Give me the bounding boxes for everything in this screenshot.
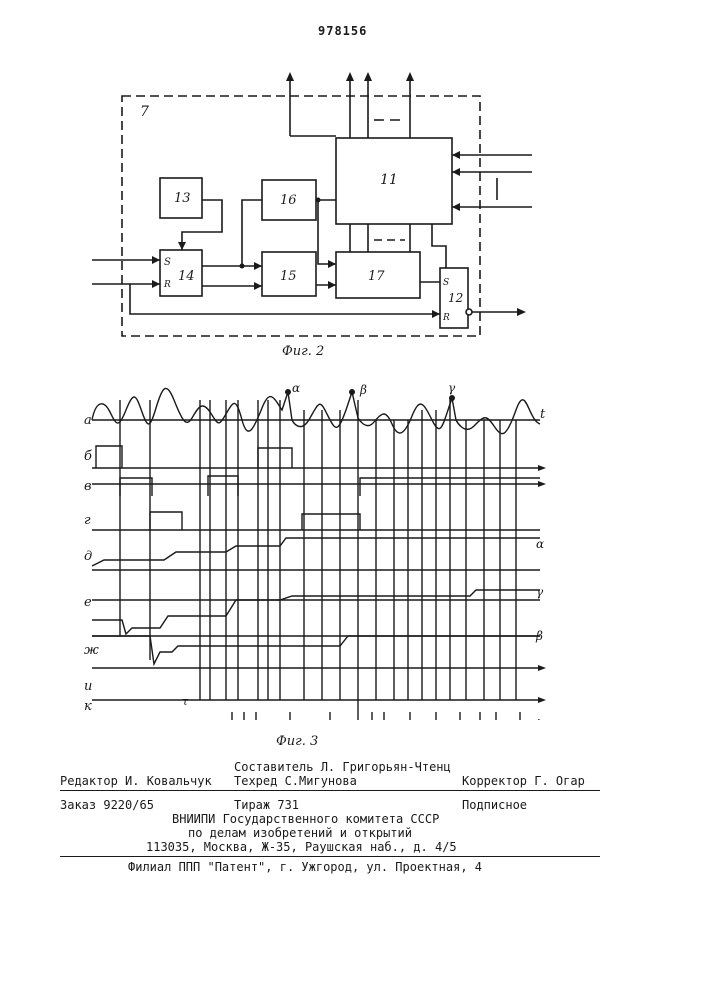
colophon-editor: Редактор И. Ковальчук	[60, 774, 212, 788]
divider	[60, 856, 600, 857]
peak-label-gamma: γ	[448, 381, 456, 395]
row-label-k: к	[84, 699, 92, 714]
row-label-i: и	[84, 679, 92, 694]
row-label-a: а	[84, 413, 92, 428]
divider	[60, 790, 600, 791]
figure-3-caption: Фиг. 3	[276, 734, 318, 749]
colophon-org-1: ВНИИПИ Государственного комитета СССР	[172, 812, 439, 826]
colophon-org-3: 113035, Москва, Ж-35, Раушская наб., д. …	[146, 840, 457, 854]
level-label-alpha: α	[536, 537, 544, 551]
colophon-techred: Техред С.Мигунова	[234, 774, 357, 788]
waveform-a	[92, 388, 540, 433]
colophon-corrector: Корректор Г. Огар	[462, 774, 585, 788]
level-label-gamma: γ	[536, 585, 544, 599]
colophon-compiler: Составитель Л. Григорьян-Чтенц	[234, 760, 451, 774]
row-label-g: г	[84, 513, 91, 528]
row-label-e: е	[84, 595, 92, 610]
colophon-subscription: Подписное	[462, 798, 527, 812]
peak-label-alpha: α	[292, 381, 300, 395]
row-label-d: д	[84, 549, 92, 564]
colophon-circulation: Тираж 731	[234, 798, 299, 812]
tau-label: τ	[182, 695, 189, 708]
time-axis-label: t	[540, 407, 546, 422]
row-label-v: в	[84, 479, 92, 494]
level-label-beta: β	[535, 629, 543, 643]
colophon-branch: Филиал ППП "Патент", г. Ужгород, ул. Про…	[128, 860, 482, 874]
peak-label-beta: β	[359, 383, 367, 397]
figure-3-timing-diagram: а б в г д е ж и к t α β γ α γ β τ	[0, 0, 707, 720]
row-label-b: б	[84, 449, 92, 464]
row-label-zh: ж	[84, 643, 99, 658]
colophon-org-2: по делам изобретений и открытий	[188, 826, 412, 840]
colophon-order: Заказ 9220/65	[60, 798, 154, 812]
